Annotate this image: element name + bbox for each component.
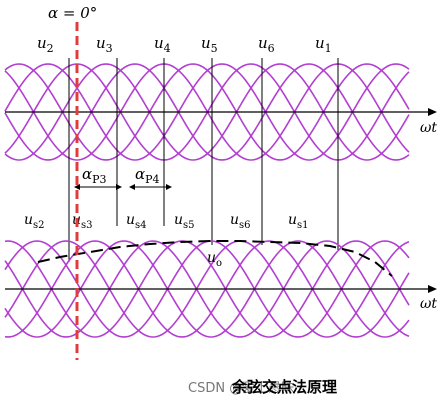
wave-curve (4, 240, 410, 338)
alpha-zero-label: α = 0° (48, 4, 97, 22)
angle-label-p4: αP4 (135, 165, 160, 186)
top-wave-label: u3 (96, 34, 113, 55)
wave-curve (4, 63, 410, 161)
arrow-left-icon (74, 184, 80, 190)
wave-curve (4, 63, 410, 161)
wave-curve (4, 63, 410, 161)
bottom-wave-label: us3 (72, 212, 93, 231)
top-wave-labels: u2 u3 u4 u5 u6 u1 (37, 34, 332, 55)
arrow-left-icon (129, 184, 135, 190)
top-wave-label: u5 (201, 34, 218, 55)
top-axis-arrow-icon (428, 108, 437, 116)
top-wave-curves (4, 63, 410, 161)
output-label: uo (207, 250, 222, 269)
angle-markers: αP3 αP4 (74, 165, 172, 190)
arrow-right-icon (166, 184, 172, 190)
top-wave-label: u1 (315, 34, 332, 55)
bottom-wave-label: us5 (174, 212, 195, 231)
watermark: CSDN @爱上愚昧 (188, 381, 294, 396)
wave-curve (4, 63, 410, 161)
figure-caption: 余弦交点法原理 (231, 378, 337, 396)
top-wave-label: u2 (37, 34, 54, 55)
bottom-wave-label: us2 (24, 212, 45, 231)
top-wave-label: u6 (258, 34, 275, 55)
output-voltage-dashed-curve (37, 240, 393, 277)
wave-curve (4, 240, 410, 338)
top-axis-label: ωt (420, 120, 437, 136)
bottom-wave-label: us6 (230, 212, 251, 231)
top-panel: ωt u2 u3 u4 u5 u6 u1 (4, 34, 437, 262)
bottom-wave-label: us4 (126, 212, 147, 231)
bottom-wave-labels: us2 us3 us4 us5 us6 us1 (24, 212, 309, 231)
arrow-right-icon (116, 184, 122, 190)
top-wave-label: u4 (154, 34, 171, 55)
bottom-axis-label: ωt (420, 296, 437, 312)
output-voltage-label: uo (207, 250, 222, 269)
angle-label-p3: αP3 (82, 165, 107, 186)
angle-labels: αP3 αP4 (82, 165, 160, 186)
bottom-panel: ωt us2 us3 us4 us5 us6 us1 uo (4, 212, 437, 338)
bottom-axis-arrow-icon (428, 285, 437, 293)
bottom-wave-label: us1 (288, 212, 309, 231)
top-intersection-lines (68, 58, 339, 262)
